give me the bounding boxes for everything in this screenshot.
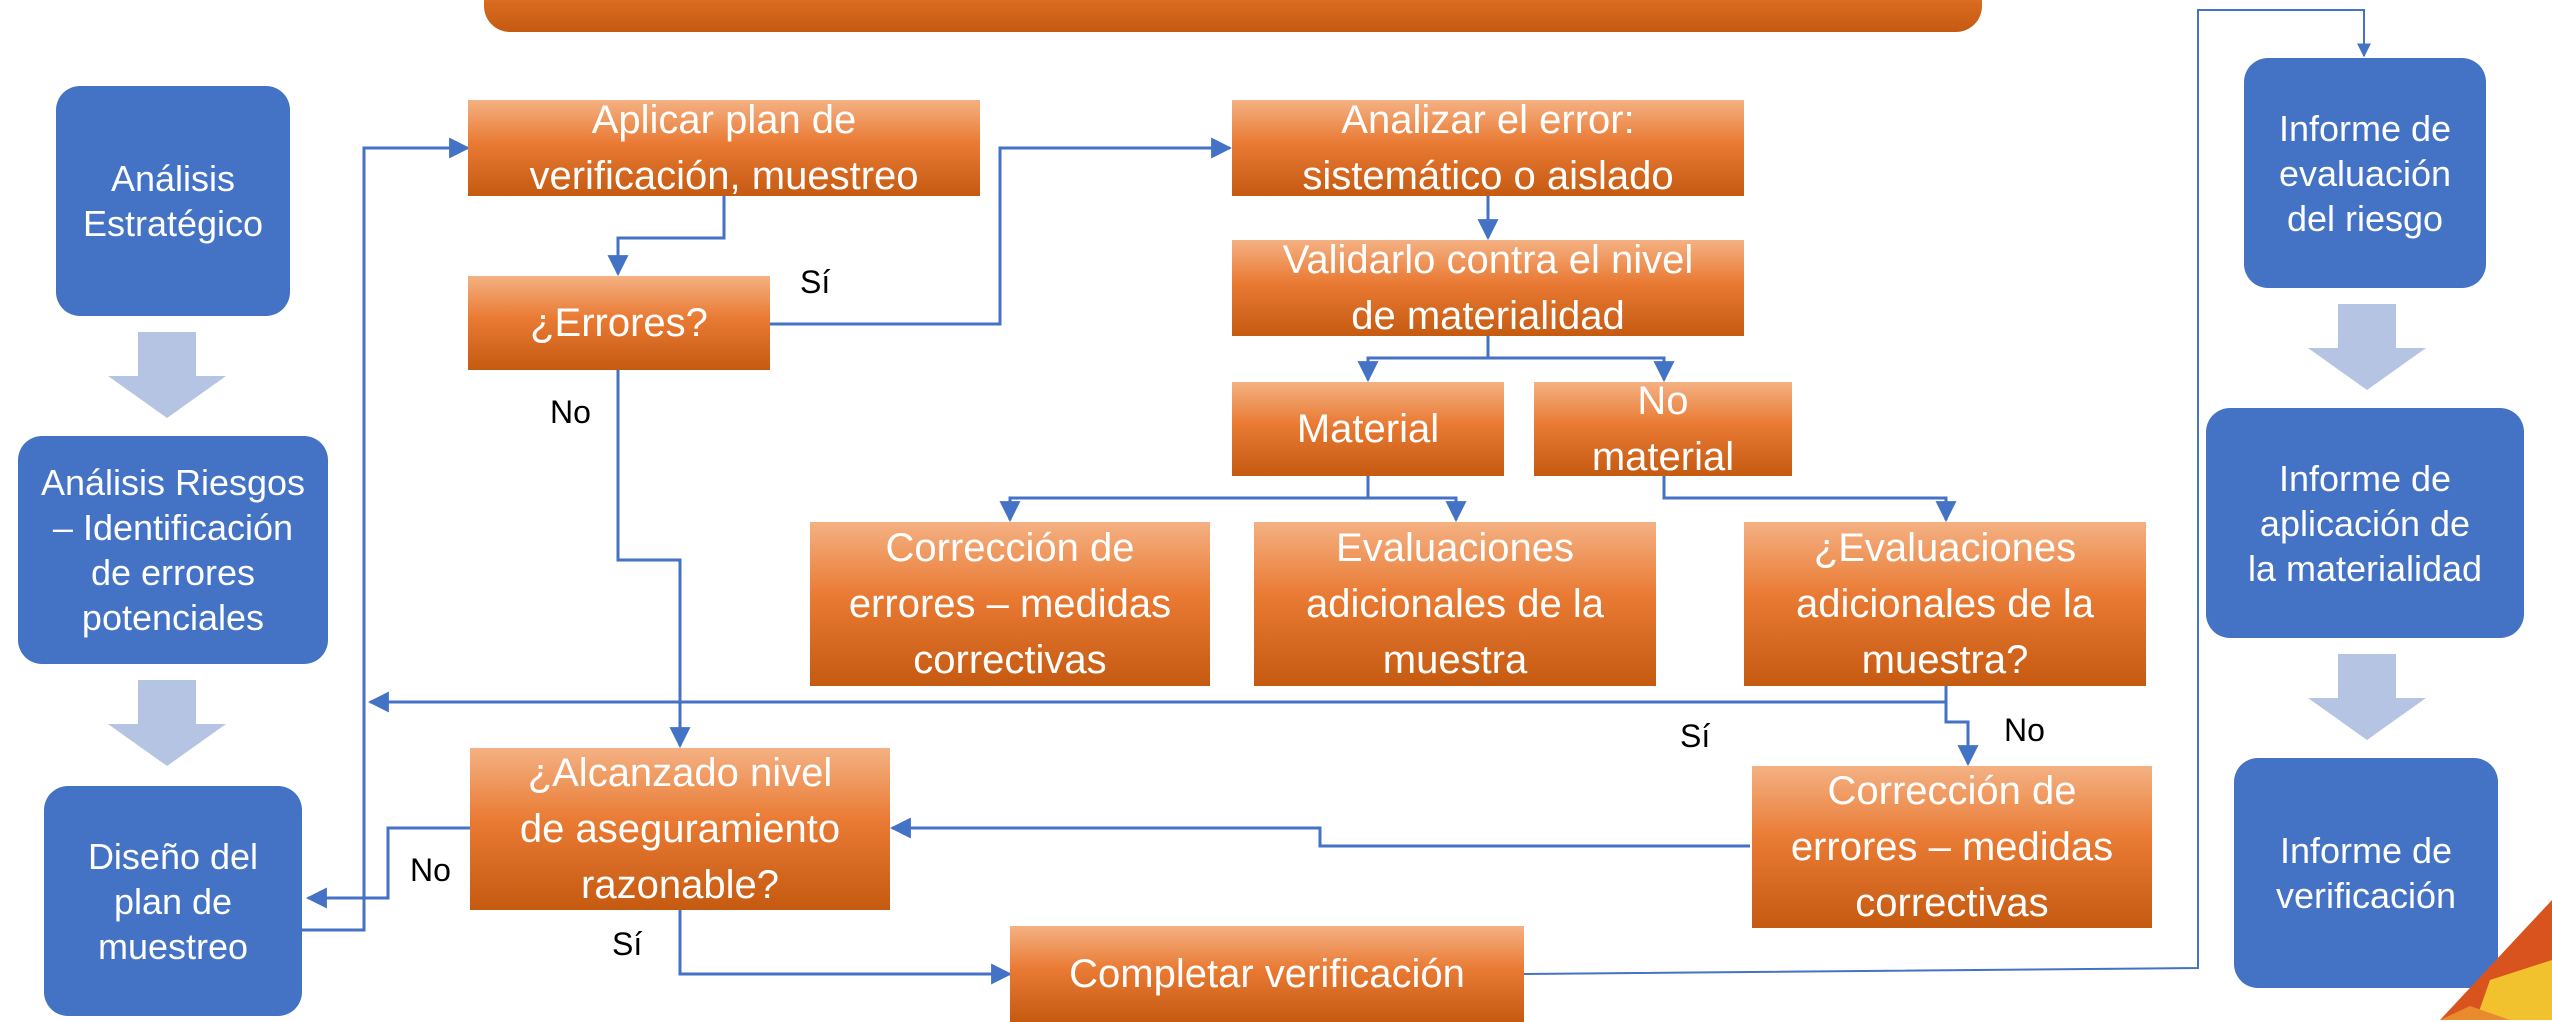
- connector: [1368, 496, 1467, 523]
- risk-analysis-box: Análisis Riesgos – Identificación de err…: [18, 436, 328, 664]
- apply-plan-box: Aplicar plan de verificación, muestreo: [468, 100, 980, 196]
- yes-label: Sí: [800, 264, 831, 300]
- validate-materiality-box: Validarlo contra el nivel de materialida…: [1232, 240, 1744, 336]
- connector: [616, 370, 691, 749]
- additional-evaluations-box: Evaluaciones adicionales de la muestra: [1254, 522, 1656, 686]
- not-material-box: No material: [1534, 382, 1792, 476]
- verification-report-box: Informe de verificación: [2234, 758, 2498, 988]
- chevron-down-icon: [2308, 304, 2426, 390]
- connector: [678, 910, 1013, 985]
- yes-label: Sí: [612, 926, 643, 962]
- no-label: No: [410, 852, 451, 888]
- strategic-analysis-box: Análisis Estratégico: [56, 86, 290, 316]
- errors-decision-box: ¿Errores?: [468, 276, 770, 370]
- connector: [1662, 476, 1957, 523]
- connector: [1357, 336, 1490, 383]
- chevron-down-icon: [108, 680, 226, 766]
- analyze-error-box: Analizar el error: sistemático o aislado: [1232, 100, 1744, 196]
- connector: [770, 137, 1233, 326]
- connector: [1488, 356, 1675, 383]
- connector: [1944, 702, 1979, 767]
- additional-evaluations-decision-box: ¿Evaluaciones adicionales de la muestra?: [1744, 522, 2146, 686]
- connector: [889, 817, 1750, 848]
- error-correction-box-2: Corrección de errores – medidas correcti…: [1752, 766, 2152, 928]
- material-box: Material: [1232, 382, 1504, 476]
- no-label: No: [2004, 712, 2045, 748]
- connector: [302, 137, 471, 932]
- risk-assessment-report-box: Informe de evaluación del riesgo: [2244, 58, 2486, 288]
- chevron-down-icon: [2308, 654, 2426, 740]
- error-correction-box: Corrección de errores – medidas correcti…: [810, 522, 1210, 686]
- header-bar: [484, 0, 1982, 32]
- chevron-down-icon: [108, 332, 226, 418]
- yes-label: Sí: [1680, 718, 1711, 754]
- assurance-decision-box: ¿Alcanzado nivel de aseguramiento razona…: [470, 748, 890, 910]
- connector: [305, 826, 470, 909]
- complete-verification-box: Completar verificación: [1010, 926, 1524, 1022]
- connector: [607, 196, 726, 277]
- connector: [999, 476, 1370, 523]
- connector: [1523, 9, 2371, 975]
- sampling-plan-design-box: Diseño del plan de muestreo: [44, 786, 302, 1016]
- no-label: No: [550, 394, 591, 430]
- materiality-report-box: Informe de aplicación de la materialidad: [2206, 408, 2524, 638]
